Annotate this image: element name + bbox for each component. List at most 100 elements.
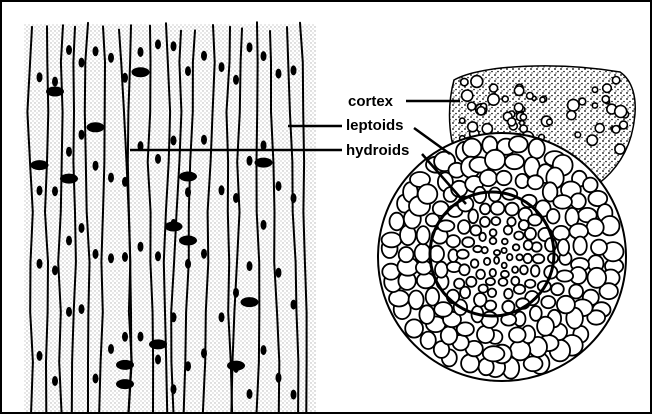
stem-cell	[516, 174, 529, 188]
stem-cell	[516, 254, 522, 260]
cortex-cell	[602, 96, 609, 103]
stem-cell	[569, 285, 583, 299]
stem-cell	[502, 248, 507, 253]
stem-cell	[405, 319, 423, 337]
stem-cell	[474, 293, 486, 307]
cortex-cell	[592, 87, 597, 92]
cell-nucleus	[52, 186, 58, 196]
stem-cell	[530, 306, 542, 321]
cross-wall	[179, 172, 197, 182]
cell-nucleus	[52, 77, 58, 87]
stem-cell	[409, 291, 424, 310]
stem-cell	[502, 263, 507, 269]
stem-cell	[418, 184, 438, 203]
cell-nucleus	[171, 41, 177, 51]
cross-wall	[116, 360, 134, 370]
cortex-cell	[568, 99, 580, 111]
stem-cell	[541, 296, 555, 308]
stem-cell	[523, 254, 532, 263]
stem-cell	[504, 226, 512, 235]
cell-nucleus	[108, 253, 114, 263]
cortex-cell	[615, 106, 627, 118]
stem-cell	[557, 270, 574, 281]
cross-wall	[60, 174, 78, 184]
cell-nucleus	[219, 312, 225, 322]
stem-cell	[494, 257, 499, 264]
cell-nucleus	[276, 373, 282, 383]
cell-nucleus	[66, 45, 72, 55]
stem-cell	[490, 238, 497, 245]
stem-cell	[454, 279, 464, 289]
cell-nucleus	[185, 361, 191, 371]
cell-nucleus	[122, 73, 128, 83]
stem-cell	[491, 202, 505, 215]
cortex-cell	[540, 97, 545, 102]
cell-nucleus	[233, 193, 239, 203]
stem-cell	[571, 193, 586, 209]
cell-nucleus	[93, 161, 99, 171]
cortex-cell	[587, 135, 597, 145]
cortex-cell	[471, 76, 483, 88]
stem-cell	[525, 280, 535, 288]
cell-nucleus	[122, 177, 128, 187]
cell-nucleus	[219, 62, 225, 72]
label-cortex: cortex	[348, 94, 393, 109]
cell-nucleus	[261, 220, 267, 230]
stem-cell	[483, 346, 505, 361]
stem-cell	[463, 139, 482, 158]
cell-nucleus	[276, 69, 282, 79]
stem-cell	[494, 250, 500, 255]
cell-nucleus	[185, 259, 191, 269]
cell-nucleus	[138, 47, 144, 57]
cell-nucleus	[185, 66, 191, 76]
stem-cell	[480, 217, 490, 227]
stem-cell	[501, 271, 509, 278]
cell-nucleus	[171, 136, 177, 146]
cell-nucleus	[247, 261, 253, 271]
stem-cell	[490, 229, 497, 236]
stem-cell	[504, 289, 513, 299]
stem-cell	[461, 354, 479, 372]
cross-wall	[87, 122, 105, 132]
cell-nucleus	[52, 265, 58, 275]
cell-nucleus	[291, 65, 297, 75]
stem-cell	[485, 150, 505, 170]
stem-cell	[466, 277, 476, 287]
stem-cell	[505, 154, 524, 169]
cell-nucleus	[93, 46, 99, 56]
cell-nucleus	[37, 259, 43, 269]
stem-cell	[479, 285, 488, 293]
cell-nucleus	[138, 242, 144, 252]
cortex-cell	[468, 122, 478, 132]
cell-nucleus	[37, 72, 43, 82]
longitudinal-section	[24, 22, 316, 412]
cell-nucleus	[79, 304, 85, 314]
cell-nucleus	[93, 249, 99, 259]
stem-cell	[529, 139, 545, 159]
stem-cell	[587, 219, 604, 236]
cortex-cell	[579, 98, 586, 105]
stem-cell	[459, 264, 469, 275]
cell-nucleus	[171, 312, 177, 322]
cortex-cell	[612, 77, 619, 84]
stem-cell	[553, 195, 572, 209]
label-leptoids: leptoids	[346, 118, 404, 133]
cross-wall	[31, 160, 49, 170]
cortex-cell	[490, 84, 498, 92]
stem-cell	[488, 289, 496, 298]
stem-cell	[499, 278, 508, 286]
stem-cell	[419, 305, 434, 324]
cell-nucleus	[261, 345, 267, 355]
cell-nucleus	[247, 156, 253, 166]
stem-cell	[509, 327, 526, 342]
cortex-cell	[477, 107, 485, 115]
cell-nucleus	[201, 249, 207, 259]
cortex-cell	[567, 111, 576, 120]
cross-wall	[241, 297, 259, 307]
cell-nucleus	[37, 351, 43, 361]
stem-cell	[489, 188, 501, 202]
stem-cell	[382, 233, 402, 248]
stem-cell	[447, 235, 460, 247]
